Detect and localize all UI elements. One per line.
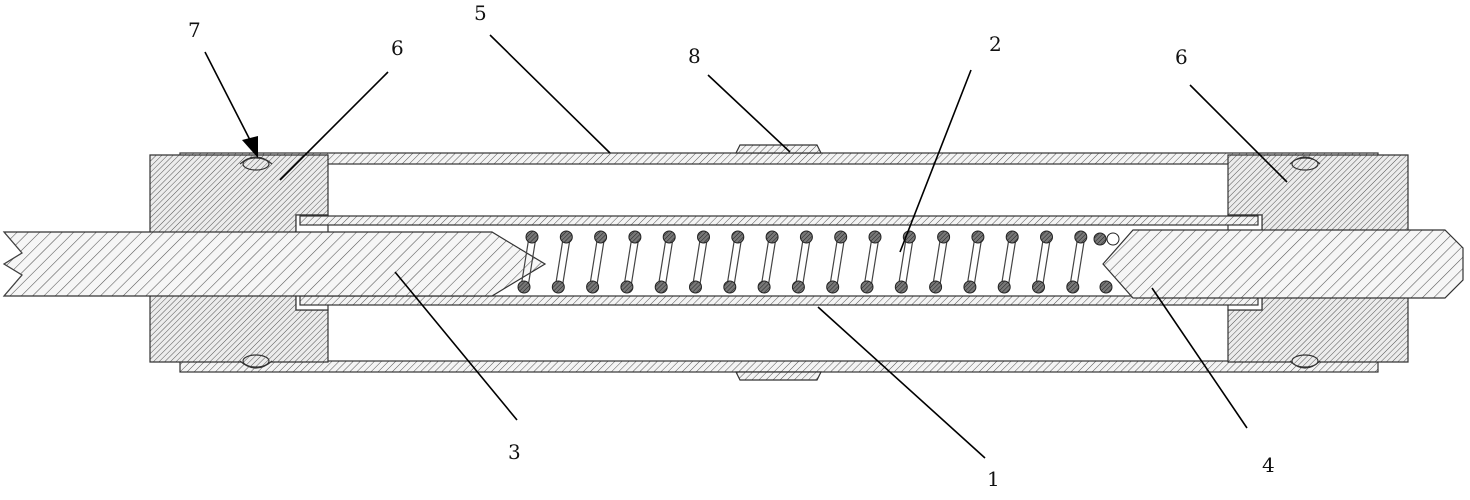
inner-tube [299,215,1259,306]
spring-coil-section-top [971,230,985,244]
spring-coil-section-bottom [551,280,565,294]
left-plunger-tip-notch [3,231,23,297]
label-8: 8 [688,44,701,68]
spring-coil-section-bottom [1066,280,1080,294]
label-6-left: 6 [391,36,404,60]
spring-coil-wire [760,236,777,288]
label-7: 7 [188,18,201,42]
spring-coil-section-top [937,230,951,244]
label-4: 4 [1262,453,1275,477]
leader-2 [899,69,972,253]
spring-coil-section-bottom [517,280,531,294]
spring-coil-section-top [868,230,882,244]
spring-coil-section-bottom [963,280,977,294]
center-collar [735,144,822,381]
spring-coil-section-top [1005,230,1019,244]
leader-7 [204,51,251,141]
spring-coil-section-bottom [860,280,874,294]
spring-coil-wire [691,236,709,288]
leader-6-left [279,71,389,181]
spring-coil-section-bottom [894,280,908,294]
right-plunger [1102,229,1464,299]
spring-coil-section-top [1074,230,1088,244]
inner-tube-bottom-wall [299,295,1259,306]
leader-5 [489,34,611,154]
spring-coil-section-bottom [826,280,840,294]
spring-coil-wire [897,236,914,288]
spring-coil-wire [863,236,880,288]
spring-coil-section-top [834,230,848,244]
outer-sleeve-top-wall [179,152,1379,165]
spring-coil-section-bottom [1032,280,1045,294]
spring-coil-section-bottom [997,280,1011,294]
arrowhead-7 [242,136,258,158]
center-collar-bottom [735,371,822,381]
ball-right-top [1291,157,1319,171]
spring-coil-wire [1034,236,1052,288]
leader-4 [1151,287,1248,429]
label-3: 3 [508,440,521,464]
spring-coil-section-top [662,230,676,244]
spring-end-coil [1093,232,1107,246]
spring-coil-wire [520,236,537,288]
spring-coil-wire [932,236,949,288]
spring-coil-section-top [731,230,745,244]
spring-coil-section-bottom [791,280,805,294]
spring-coil-wire [794,236,811,288]
leader-8 [707,74,791,153]
ball-right-bottom [1291,354,1319,368]
spring-coil-section-top [1040,230,1053,244]
left-plunger-body [2,231,547,297]
spring-coil-section-top [559,230,573,244]
label-1: 1 [987,467,1000,491]
spring-coil-section-top [594,230,608,244]
spring-coil-section-bottom [723,280,737,294]
spring-coil-wire [1000,236,1017,288]
spring-coil-wire [966,236,983,288]
spring-end-coil [1099,280,1113,294]
ball-left-bottom [242,354,270,368]
spring-coil-wire [1069,236,1086,288]
spring-coil-section-top [799,230,813,244]
spring-coil-section-bottom [586,280,600,294]
leader-lines [204,34,1288,459]
label-6-right: 6 [1175,45,1188,69]
spring-coil-section-bottom [929,280,943,294]
leader-1 [817,306,986,459]
leader-3 [394,271,518,421]
spring-coil-wire [829,236,846,288]
spring-coil-wire [623,236,640,288]
spring-coil-wire [657,236,674,288]
spring-coil-section-bottom [689,280,702,294]
spring-coil-section-top [697,230,710,244]
label-2: 2 [989,32,1002,56]
spring-coil-wire [554,236,571,288]
label-5: 5 [474,1,487,25]
spring-coil-section-bottom [654,280,668,294]
spring-coil-section-top [765,230,779,244]
part-labels: 1 2 3 4 5 6 6 7 8 [188,1,1275,491]
right-plunger-body [1102,229,1464,299]
spring-end-coil [1106,232,1120,246]
retaining-grooves [239,156,1321,369]
spring-coil-section-top [525,230,539,244]
leader-6-right [1189,84,1288,183]
spring-coil-section-top [628,230,642,244]
center-collar-top [735,144,822,154]
spring-coil-section-bottom [620,280,634,294]
spring-coil-wire [726,236,743,288]
left-plunger [2,231,547,297]
spring-coil-section-bottom [757,280,771,294]
compression-spring [517,230,1120,294]
spring-coil-wire [589,236,606,288]
ball-left-top [242,157,270,171]
inner-tube-top-wall [299,215,1259,226]
outer-sleeve-bottom-wall [179,360,1379,373]
